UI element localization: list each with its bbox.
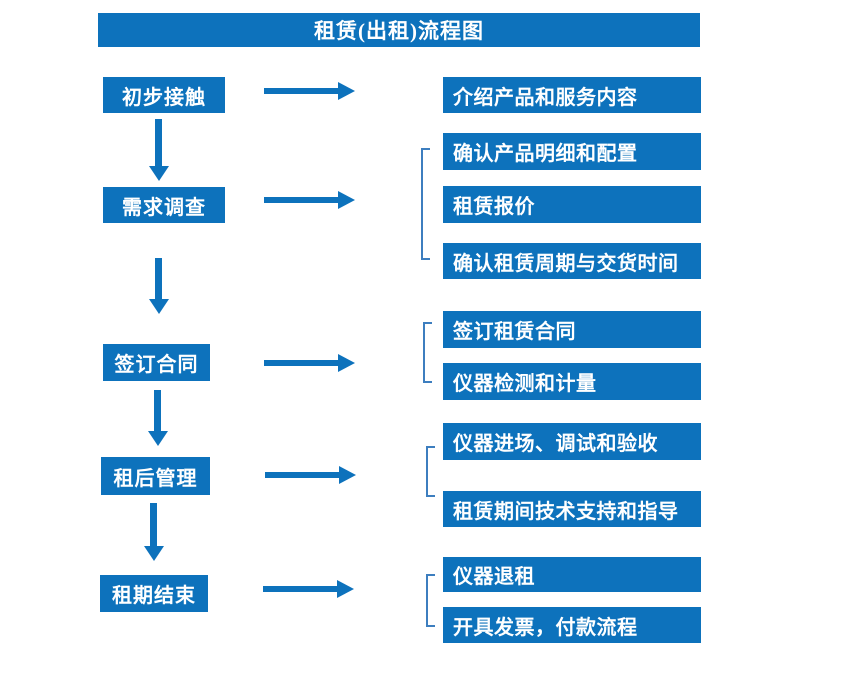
stage-box-contract-signing: 签订合同: [103, 344, 210, 381]
group-bracket-rental-end: [426, 574, 435, 627]
detail-box-sign-rental-contract: 签订租赁合同: [443, 311, 701, 348]
right-arrow-3: [264, 354, 355, 372]
group-bracket-demand-survey: [421, 148, 430, 260]
group-bracket-post-rental-management: [426, 446, 435, 497]
stage-box-demand-survey: 需求调查: [103, 187, 225, 223]
detail-box-introduce-products-services: 介绍产品和服务内容: [443, 77, 701, 113]
stage-box-initial-contact: 初步接触: [103, 77, 225, 113]
diagram-title: 租赁(出租)流程图: [98, 13, 700, 47]
down-arrow-3: [154, 390, 161, 431]
stage-box-post-rental-management: 租后管理: [101, 457, 210, 495]
right-arrow-1: [264, 82, 355, 100]
right-arrow-5: [263, 580, 354, 598]
right-arrow-4: [265, 466, 356, 484]
down-arrow-1: [155, 119, 162, 166]
down-arrow-2: [155, 258, 162, 299]
detail-box-rental-tech-support: 租赁期间技术支持和指导: [443, 491, 701, 527]
detail-box-instrument-return: 仪器退租: [443, 557, 701, 592]
right-arrow-2: [264, 191, 355, 209]
group-bracket-contract-signing: [423, 322, 432, 383]
detail-box-invoice-payment-process: 开具发票，付款流程: [443, 607, 701, 643]
detail-box-confirm-product-details-config: 确认产品明细和配置: [443, 133, 701, 170]
detail-box-confirm-rental-period-delivery: 确认租赁周期与交货时间: [443, 243, 701, 279]
detail-box-rental-quotation: 租赁报价: [443, 186, 701, 223]
down-arrow-4: [150, 503, 157, 546]
stage-box-rental-end: 租期结束: [100, 575, 208, 612]
detail-box-instrument-setup-acceptance: 仪器进场、调试和验收: [443, 423, 701, 460]
detail-box-instrument-testing-metering: 仪器检测和计量: [443, 363, 701, 400]
